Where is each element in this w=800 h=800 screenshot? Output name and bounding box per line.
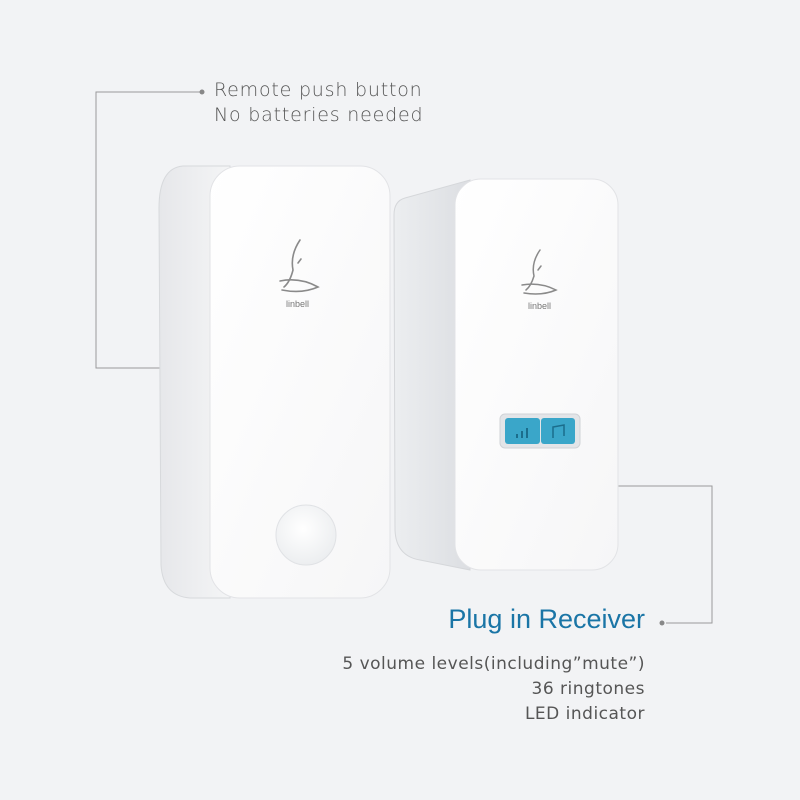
- transmitter-face: [209, 165, 391, 599]
- receiver-title: Plug in Receiver: [448, 604, 645, 634]
- receiver-side: [393, 179, 471, 571]
- bird-logo-icon: [521, 249, 558, 295]
- feature-ringtones: 36 ringtones: [531, 679, 645, 699]
- volume-icon: [516, 428, 528, 438]
- callout-line-2: No batteries needed: [214, 104, 424, 126]
- receiver-button-panel: [499, 413, 581, 449]
- feature-volume: 5 volume levels(including”mute”): [342, 654, 645, 674]
- push-button[interactable]: [275, 504, 337, 566]
- transmitter-leader-dot: [199, 89, 205, 95]
- receiver-leader-dot: [659, 620, 665, 626]
- bird-logo-icon: [279, 239, 320, 293]
- receiver-leader: [616, 485, 713, 624]
- feature-led: LED indicator: [524, 704, 645, 724]
- transmitter-leader: [95, 91, 200, 369]
- transmitter-callout: Remote push button No batteries needed: [214, 78, 423, 128]
- music-note-icon: [552, 424, 565, 438]
- transmitter-device: linbell: [158, 165, 391, 599]
- receiver-features: 5 volume levels(including”mute”) 36 ring…: [342, 652, 645, 727]
- receiver-device: linbell: [393, 178, 619, 571]
- ringtone-button[interactable]: [541, 418, 575, 444]
- receiver-face: [454, 178, 619, 571]
- transmitter-brand: linbell: [286, 299, 309, 309]
- receiver-brand: linbell: [528, 301, 551, 311]
- callout-line-1: Remote push button: [214, 79, 423, 101]
